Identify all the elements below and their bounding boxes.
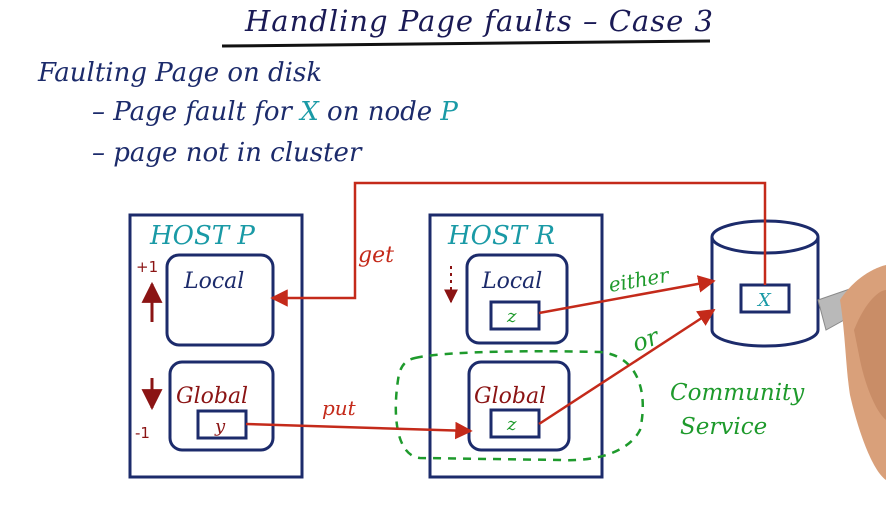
bullet-1-node: P [440,97,458,127]
community-label: Community [670,380,805,406]
bullet-1-prefix: – Page fault for [92,97,301,127]
service-label: Service [680,414,767,440]
or-label: or [628,322,663,358]
heading: Faulting Page on disk [38,58,323,88]
host-p-local-label: Local [183,269,244,294]
disk-body [710,237,820,348]
host-r-box [428,213,604,479]
put-arrow [245,421,473,440]
bullet-1-middle: on node [318,97,441,127]
host-p-minus-one: -1 [135,424,150,442]
host-p-page-y: y [214,416,226,437]
host-r-global-page: z [506,414,517,435]
host-p-title: HOST P [149,221,255,251]
host-p-global-box [168,360,275,452]
host-r-local-page: z [506,306,517,327]
community-service-region [394,350,644,462]
put-label: put [322,396,357,420]
host-r-local-page-box [489,300,541,331]
bullet-1: – Page fault for X on node P [92,97,458,127]
host-r-local-label: Local [481,269,542,294]
slide-title: Handling Page faults – Case 3 [245,4,714,38]
get-arrow [270,181,767,307]
host-p-box [128,213,304,479]
disk-page: X [756,290,772,311]
host-r-global-box [467,360,571,452]
host-r-title: HOST R [447,221,555,251]
host-p-plus-one: +1 [136,258,158,276]
host-r-global-label: Global [474,384,546,409]
host-r: HOST R Local z Global z [428,213,604,479]
host-p-global-label: Global [176,384,248,409]
get-label: get [358,243,394,268]
bullet-1-page: X [300,97,319,127]
host-p: HOST P Local Global y +1 -1 [128,213,304,479]
either-arrow [538,275,716,315]
either-label: either [607,263,672,297]
pen-hand-image [817,265,886,480]
host-r-local-box [465,253,569,345]
bullet-2: – page not in cluster [92,138,362,168]
or-arrow [538,308,716,426]
